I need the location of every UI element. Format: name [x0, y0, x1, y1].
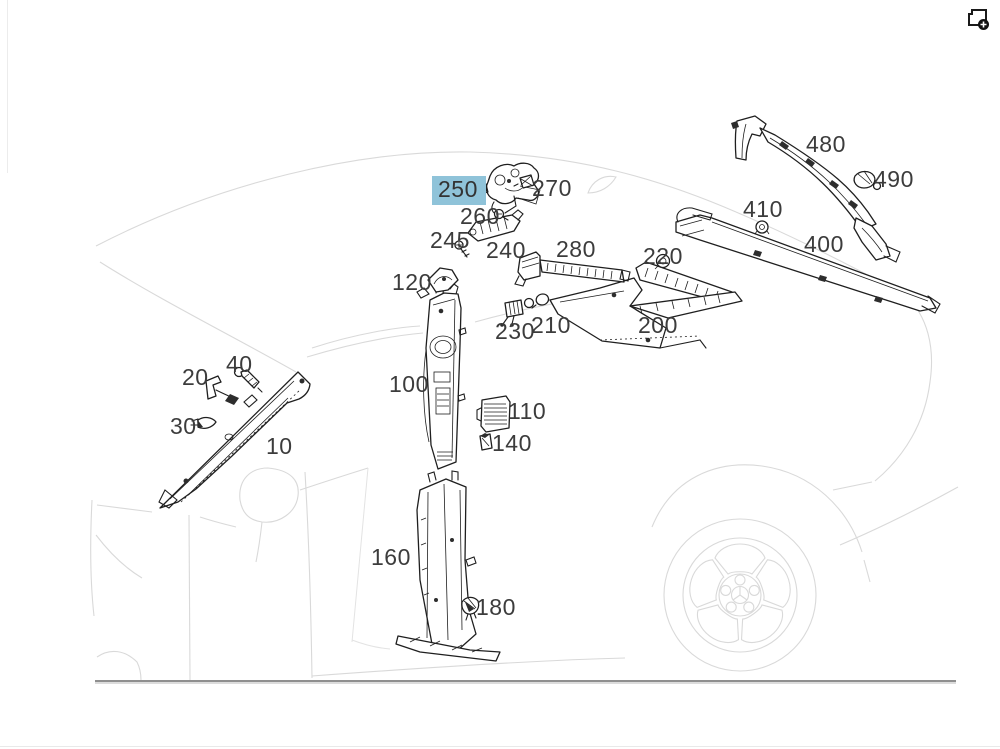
part-240-drawing[interactable] — [467, 209, 524, 242]
part-label-280[interactable]: 280 — [556, 236, 596, 262]
part-label-490[interactable]: 490 — [874, 166, 914, 192]
part-250-drawing[interactable] — [477, 162, 541, 215]
part-100-drawing[interactable] — [423, 283, 467, 470]
part-400-drawing[interactable] — [675, 207, 941, 314]
part-label-180[interactable]: 180 — [476, 594, 516, 620]
part-490-drawing[interactable] — [853, 170, 882, 191]
page-plus-icon — [968, 9, 989, 30]
part-40-drawing[interactable] — [233, 366, 263, 393]
part-label-200[interactable]: 200 — [638, 312, 678, 338]
open-detail-view-button[interactable] — [964, 5, 992, 33]
part-230-drawing[interactable] — [500, 299, 524, 327]
part-280-drawing[interactable] — [514, 251, 631, 287]
part-110-drawing[interactable] — [476, 395, 511, 433]
part-30-drawing[interactable] — [190, 416, 217, 429]
part-label-480[interactable]: 480 — [806, 131, 846, 157]
part-label-230[interactable]: 230 — [495, 318, 535, 344]
page-bottom-edge — [0, 746, 1000, 747]
part-label-250-highlighted[interactable]: 250 — [432, 176, 486, 206]
car-outline-drawing — [90, 151, 959, 681]
part-label-410[interactable]: 410 — [743, 196, 783, 222]
part-label-120[interactable]: 120 — [392, 269, 432, 295]
part-label-20[interactable]: 20 — [182, 364, 209, 390]
page-edge-line — [7, 0, 8, 173]
part-140-drawing[interactable] — [479, 433, 493, 451]
part-label-160[interactable]: 160 — [371, 544, 411, 570]
part-label-30[interactable]: 30 — [170, 413, 197, 439]
part-label-260[interactable]: 260 — [460, 203, 500, 229]
part-160-drawing[interactable] — [395, 470, 501, 662]
part-label-220[interactable]: 220 — [643, 243, 683, 269]
part-270-drawing[interactable] — [513, 174, 535, 189]
part-label-270[interactable]: 270 — [532, 175, 572, 201]
part-label-100[interactable]: 100 — [389, 371, 429, 397]
part-260-drawing[interactable] — [493, 195, 517, 221]
part-label-10[interactable]: 10 — [266, 433, 293, 459]
part-180-drawing[interactable] — [461, 596, 480, 621]
wheel-spokes — [689, 543, 791, 644]
part-480-drawing[interactable] — [731, 115, 901, 263]
part-210-drawing[interactable] — [523, 293, 550, 309]
part-410-drawing[interactable] — [754, 220, 770, 235]
bottom-separator-line — [95, 680, 956, 682]
part-200-drawing[interactable] — [549, 261, 743, 349]
part-label-400[interactable]: 400 — [804, 231, 844, 257]
part-label-240[interactable]: 240 — [486, 237, 526, 263]
part-220-drawing[interactable] — [654, 253, 671, 270]
part-label-110[interactable]: 110 — [508, 398, 547, 424]
part-label-140[interactable]: 140 — [492, 430, 532, 456]
part-120-drawing[interactable] — [416, 267, 459, 299]
part-label-210[interactable]: 210 — [531, 312, 571, 338]
part-10-drawing[interactable] — [158, 371, 311, 509]
part-label-245[interactable]: 245 — [430, 227, 470, 253]
part-245-drawing[interactable] — [454, 240, 470, 258]
part-label-40[interactable]: 40 — [226, 351, 253, 377]
part-20-drawing[interactable] — [205, 375, 239, 405]
